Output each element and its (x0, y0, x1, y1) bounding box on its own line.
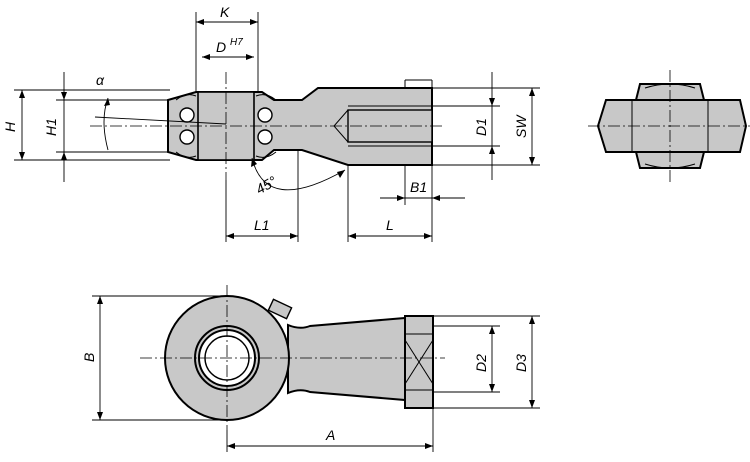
dim-D: D H7 (202, 37, 254, 60)
label-D1: D1 (473, 118, 489, 136)
section-view (90, 72, 445, 180)
dim-D2: D2 (433, 325, 500, 393)
front-view (140, 285, 445, 430)
ball-2 (179, 129, 195, 145)
dim-H: H (2, 89, 170, 161)
label-alpha: α (96, 72, 105, 88)
label-B1: B1 (410, 179, 427, 195)
side-view (588, 70, 750, 182)
ball-3 (257, 107, 273, 123)
label-B: B (81, 353, 97, 362)
dim-L1: L1 (225, 150, 299, 242)
dim-alpha: α (96, 72, 110, 151)
ball-4 (257, 129, 273, 145)
label-angle: 45° (253, 173, 280, 198)
label-D-tolerance: H7 (230, 37, 243, 48)
label-H: H (2, 121, 18, 132)
dim-D1: D1 (432, 72, 500, 180)
shank (287, 316, 406, 402)
dim-B1: B1 (380, 165, 465, 205)
label-SW: SW (513, 114, 529, 138)
label-L1: L1 (254, 217, 270, 233)
label-K: K (220, 4, 230, 20)
dim-K: K (195, 4, 259, 92)
label-D2: D2 (473, 354, 489, 372)
ball-1 (179, 107, 195, 123)
dim-A: A (226, 408, 434, 452)
dim-L: L (347, 165, 433, 242)
grease-nipple (267, 298, 293, 320)
label-A: A (325, 427, 335, 443)
label-D: D (216, 39, 226, 55)
label-H1: H1 (43, 118, 59, 136)
dim-B: B (81, 295, 230, 421)
label-D3: D3 (513, 354, 529, 372)
label-L: L (386, 217, 394, 233)
dim-SW: SW (432, 87, 540, 166)
dim-D3: D3 (433, 315, 540, 409)
dim-H1: H1 (43, 72, 170, 182)
